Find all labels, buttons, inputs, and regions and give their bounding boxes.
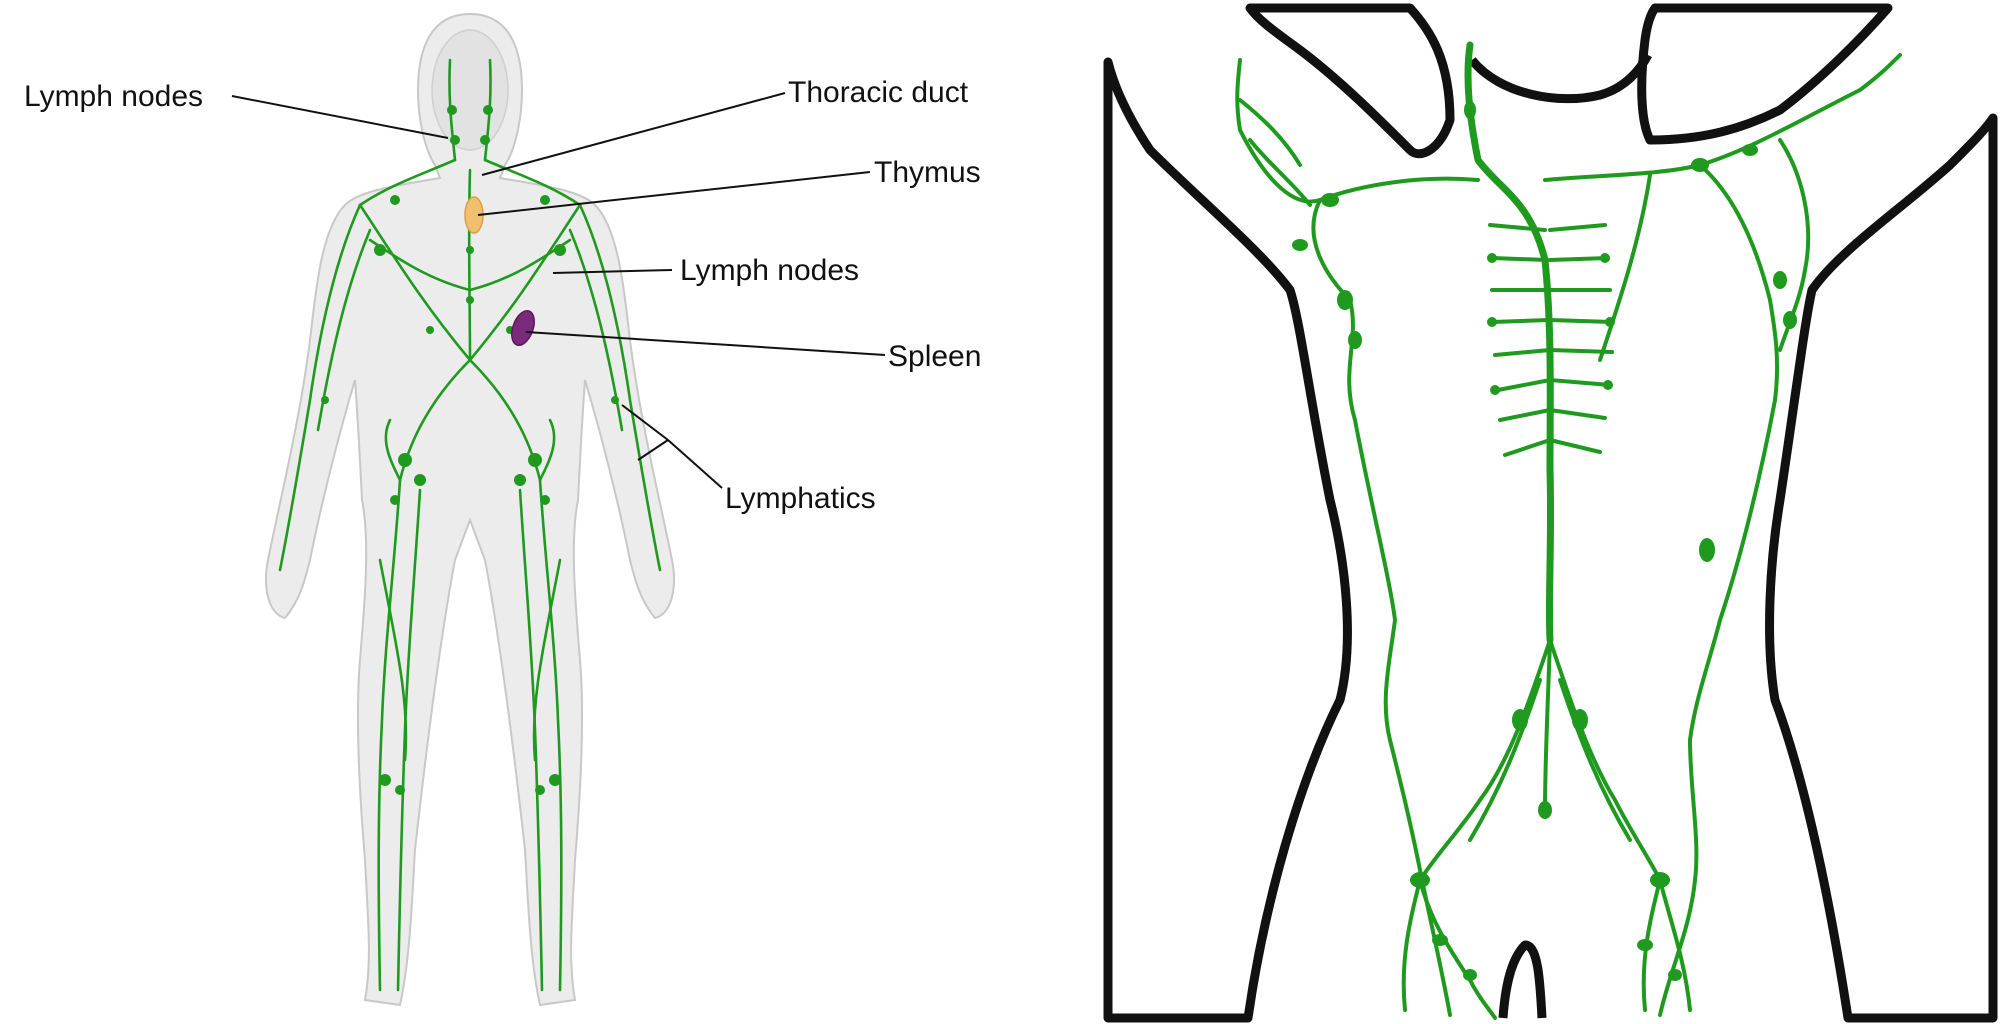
lymph-node-dots xyxy=(321,105,619,795)
lymphatic-vessels-body xyxy=(278,58,662,992)
lymph-node-dots-torso xyxy=(1292,101,1797,981)
torso-drawing xyxy=(1103,3,1998,1023)
torso-outline xyxy=(1103,3,1998,1023)
label-lymphatics: Lymphatics xyxy=(725,482,876,515)
leader-lines xyxy=(231,92,886,489)
label-spleen: Spleen xyxy=(888,340,981,373)
head-shading xyxy=(431,29,509,151)
label-thoracic-duct: Thoracic duct xyxy=(788,76,969,109)
lymphatic-vessels-torso xyxy=(1235,41,1902,1020)
label-lymph-nodes-arm: Lymph nodes xyxy=(680,254,859,287)
label-thymus: Thymus xyxy=(874,156,981,189)
body-silhouette xyxy=(264,12,676,1007)
body-illustration xyxy=(264,12,676,1007)
labels: Lymph nodes Thoracic duct Thymus Lymph n… xyxy=(24,76,981,515)
label-lymph-nodes-head: Lymph nodes xyxy=(24,80,203,113)
